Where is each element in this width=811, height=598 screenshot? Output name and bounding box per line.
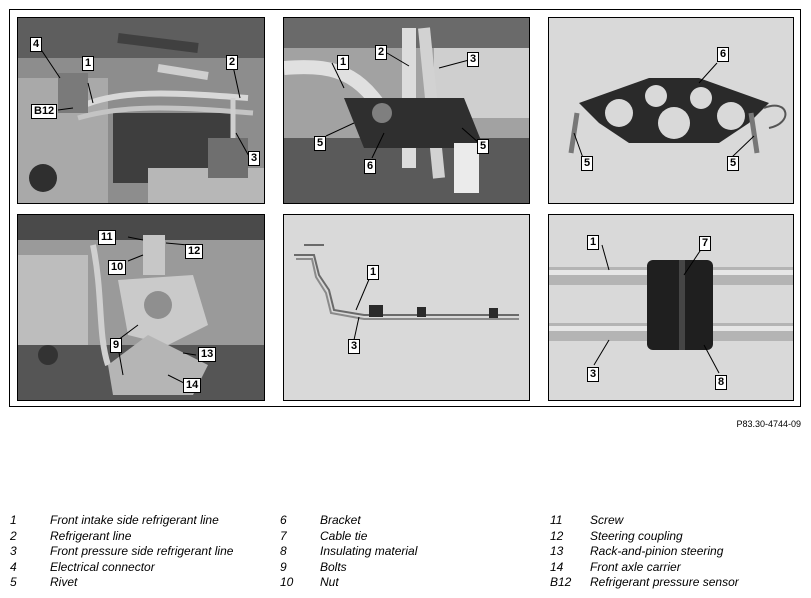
legend-label: Front pressure side refrigerant line [50, 544, 234, 558]
legend-column-1: 1 Front intake side refrigerant line 2 Ref… [10, 513, 233, 591]
legend-number: 1 [10, 513, 17, 527]
legend-number: 5 [10, 575, 17, 589]
figure-code: P83.30-4744-09 [736, 419, 801, 429]
legend-label: Rivet [50, 575, 78, 589]
legend-number: 4 [10, 559, 17, 574]
legend-label: Refrigerant pressure sensor [590, 575, 739, 589]
legend-number: 3 [10, 544, 17, 558]
legend-label: Insulating material [320, 544, 418, 558]
callout-4: 4 [30, 37, 43, 52]
legend-number: 2 [10, 528, 17, 543]
callout-1: 1 [587, 235, 600, 250]
legend-column-2: 6 Bracket 7 Cable tie 8 Insulating material… [280, 513, 417, 591]
legend-row: 13 Rack-and-pinion steering [550, 544, 739, 560]
legend-row: 2 Refrigerant line [10, 529, 233, 545]
legend-row: 10 Nut [280, 575, 417, 591]
legend-row: 1 Front intake side refrigerant line [10, 513, 233, 529]
legend-label: Electrical connector [50, 559, 155, 574]
callout-5: 5 [581, 156, 594, 171]
legend-label: Front axle carrier [590, 559, 681, 574]
callout-2: 2 [226, 55, 239, 70]
legend-label: Steering coupling [590, 528, 683, 543]
line-bracket-illustration [284, 18, 529, 203]
legend-row: 9 Bolts [280, 560, 417, 576]
callout-5: 5 [727, 156, 740, 171]
legend-label: Front intake side refrigerant line [50, 513, 219, 527]
legend-row: 5 Rivet [10, 575, 233, 591]
steering-rack-illustration [18, 215, 264, 400]
legend-number: 12 [550, 528, 564, 543]
legend-row: B12 Refrigerant pressure sensor [550, 575, 739, 591]
legend-number: 14 [550, 559, 564, 574]
legend-row: 8 Insulating material [280, 544, 417, 560]
legend-label: Cable tie [320, 528, 368, 543]
legend-row: 4 Electrical connector [10, 560, 233, 576]
callout-1: 1 [367, 265, 380, 280]
legend-number: 11 [550, 513, 563, 527]
panel-steering-rack: 11 10 12 9 13 14 [17, 214, 265, 401]
callout-13: 13 [198, 347, 217, 362]
panel-line-bracket-closeup: 1 2 3 5 6 5 [283, 17, 530, 204]
callout-1: 1 [82, 56, 95, 71]
callout-11: 11 [98, 230, 116, 245]
legend-label: Bolts [320, 559, 347, 574]
panel-bracket-detail: 6 5 5 [548, 17, 794, 204]
legend-number: 13 [550, 544, 564, 558]
legend-label: Nut [320, 575, 339, 589]
callout-12: 12 [185, 244, 204, 259]
legend-row: 14 Front axle carrier [550, 560, 739, 576]
legend-row: 12 Steering coupling [550, 529, 739, 545]
legend-number: B12 [550, 575, 572, 589]
callout-3: 3 [348, 339, 361, 354]
callout-6: 6 [717, 47, 730, 62]
callout-8: 8 [715, 375, 728, 390]
legend-column-3: 11 Screw 12 Steering coupling 13 Rack-and-p… [550, 513, 739, 591]
panel-engine-bay: 4 1 B12 2 3 [17, 17, 265, 204]
cable-tie-illustration [549, 215, 793, 400]
legend-row: 3 Front pressure side refrigerant line [10, 544, 233, 560]
callout-3: 3 [587, 367, 600, 382]
callout-2: 2 [375, 45, 388, 60]
line-routing-illustration [284, 215, 529, 400]
legend-number: 9 [280, 559, 287, 574]
legend-label: Refrigerant line [50, 528, 132, 543]
engine-bay-illustration [18, 18, 264, 203]
callout-10: 10 [108, 260, 127, 275]
legend-label: Rack-and-pinion steering [590, 544, 724, 558]
legend-number: 10 [280, 575, 294, 589]
legend-number: 6 [280, 513, 287, 527]
legend-label: Screw [590, 513, 624, 527]
legend-number: 7 [280, 528, 287, 543]
legend-row: 6 Bracket [280, 513, 417, 529]
legend-row: 7 Cable tie [280, 529, 417, 545]
callout-7: 7 [699, 236, 712, 251]
callout-3: 3 [248, 151, 261, 166]
callout-6: 6 [364, 159, 377, 174]
callout-9: 9 [110, 338, 123, 353]
callout-5: 5 [314, 136, 327, 151]
legend-label: Bracket [320, 513, 361, 527]
legend-number: 8 [280, 544, 287, 558]
bracket-detail-illustration [549, 18, 793, 203]
legend-row: 11 Screw [550, 513, 739, 529]
panel-line-routing: 1 3 [283, 214, 530, 401]
callout-3: 3 [467, 52, 480, 67]
callout-b12: B12 [31, 104, 58, 119]
callout-5: 5 [477, 139, 490, 154]
panel-cable-tie-detail: 1 7 3 8 [548, 214, 794, 401]
callout-1: 1 [337, 55, 350, 70]
callout-14: 14 [183, 378, 202, 393]
